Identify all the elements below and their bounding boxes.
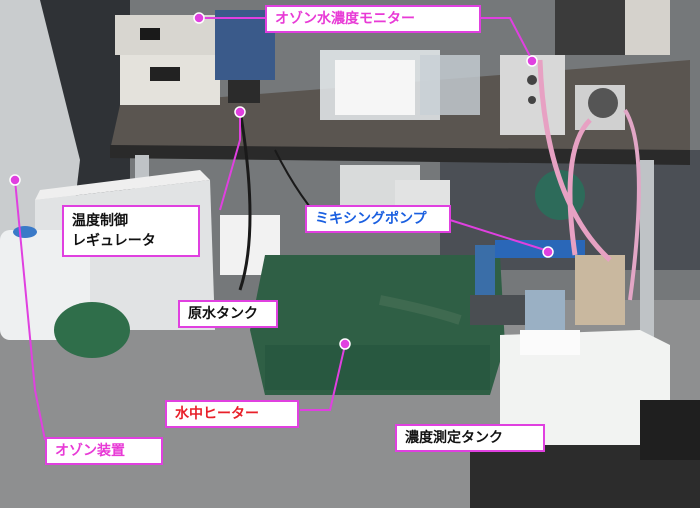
conc-tank-label: 濃度測定タンク xyxy=(395,424,545,452)
ozone-monitor-label: オゾン水濃度モニター xyxy=(265,5,481,33)
temp-regulator-label: 温度制御 レギュレータ xyxy=(62,205,200,257)
raw-tank-label: 原水タンク xyxy=(178,300,278,328)
mixing-pump-label: ミキシングポンプ xyxy=(305,205,451,233)
water-heater-label: 水中ヒーター xyxy=(165,400,299,428)
ozone-device-label: オゾン装置 xyxy=(45,437,163,465)
